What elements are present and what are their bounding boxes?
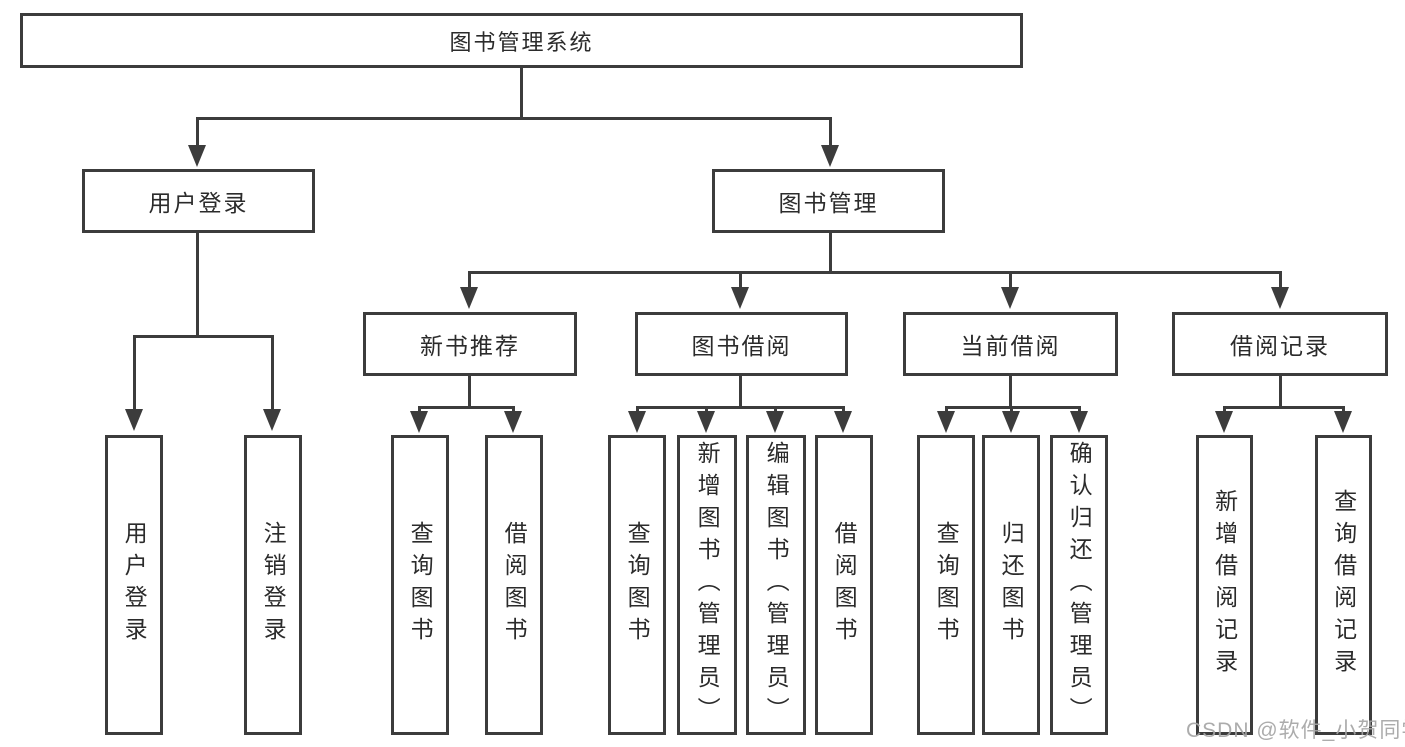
node-current-borrowing-label: 当前借阅 [960,333,1061,359]
connector-drop-user-login [196,117,199,148]
connector-level3-trunk [1279,376,1282,407]
connector-drop-leaf [636,406,639,414]
leaf-add-borrow-record-label: 新增借阅记录 [1211,489,1238,681]
arrow-down-icon [263,409,281,431]
leaf-logout-label: 注销登录 [260,521,287,649]
arrow-down-icon [1215,411,1233,433]
connector-drop-leaf [945,406,948,414]
leaf-borrow-books-recommend-label: 借阅图书 [501,521,528,649]
arrow-down-icon [410,411,428,433]
node-book-management-label: 图书管理 [778,190,879,216]
connector-drop-book-management [829,117,832,148]
connector-drop-level3 [739,271,742,289]
leaf-query-books-recommend: 查询图书 [391,435,449,735]
connector-drop-level3 [1009,271,1012,289]
arrow-down-icon [937,411,955,433]
connector-drop-leaf [774,406,777,414]
arrow-down-icon [1002,411,1020,433]
leaf-return-books-label: 归还图书 [998,521,1025,649]
arrow-down-icon [731,287,749,309]
node-book-borrowing: 图书借阅 [635,312,848,376]
connector-drop-leaf [705,406,708,414]
connector-level2-rail [197,117,831,120]
connector-drop-leaf [1078,406,1081,414]
arrow-down-icon [1271,287,1289,309]
arrow-down-icon [628,411,646,433]
node-root: 图书管理系统 [20,13,1023,68]
connector-user-login-trunk [196,233,199,337]
connector-user-login-rail [133,335,274,338]
leaf-user-login-label: 用户登录 [121,521,148,649]
leaf-borrow-books: 借阅图书 [815,435,873,735]
connector-level3-rail [469,271,1281,274]
connector-drop-leaf [418,406,421,414]
leaf-query-books-current: 查询图书 [917,435,975,735]
connector-level3-trunk [739,376,742,407]
node-new-book-recommend-label: 新书推荐 [420,333,520,359]
node-root-label: 图书管理系统 [449,29,594,55]
connector-drop-leaf [1342,406,1345,414]
connector-book-management-trunk [829,233,832,273]
node-user-login: 用户登录 [82,169,315,233]
arrow-down-icon [460,287,478,309]
node-borrowing-records-label: 借阅记录 [1230,333,1330,359]
connector-level3-trunk [1009,376,1012,407]
leaf-add-borrow-record: 新增借阅记录 [1196,435,1253,735]
leaf-query-books-borrow-label: 查询图书 [624,521,651,649]
node-borrowing-records: 借阅记录 [1172,312,1388,376]
leaf-borrow-books-recommend: 借阅图书 [485,435,543,735]
leaf-query-books-borrow: 查询图书 [608,435,666,735]
connector-leaf-rail [1223,406,1344,409]
connector-drop-leaf [1010,406,1013,414]
leaf-borrow-books-label: 借阅图书 [831,521,858,649]
connector-leaf-rail [418,406,515,409]
arrow-down-icon [821,145,839,167]
leaf-query-books-current-label: 查询图书 [933,521,960,649]
connector-drop-leaf [271,335,274,411]
connector-leaf-rail [636,406,845,409]
leaf-user-login: 用户登录 [105,435,163,735]
connector-drop-leaf [133,335,136,411]
arrow-down-icon [188,145,206,167]
arrow-down-icon [125,409,143,431]
leaf-add-book-admin-label: 新增图书（管理员） [694,441,721,729]
node-current-borrowing: 当前借阅 [903,312,1118,376]
leaf-query-borrow-record-label: 查询借阅记录 [1330,489,1357,681]
node-new-book-recommend: 新书推荐 [363,312,577,376]
arrow-down-icon [1334,411,1352,433]
leaf-edit-book-admin-label: 编辑图书（管理员） [763,441,790,729]
connector-drop-level3 [1279,271,1282,289]
arrow-down-icon [504,411,522,433]
connector-drop-leaf [1223,406,1226,414]
leaf-add-book-admin: 新增图书（管理员） [677,435,737,735]
leaf-logout: 注销登录 [244,435,302,735]
arrow-down-icon [766,411,784,433]
connector-drop-leaf [842,406,845,414]
leaf-query-borrow-record: 查询借阅记录 [1315,435,1372,735]
leaf-confirm-return-admin: 确认归还（管理员） [1050,435,1108,735]
arrow-down-icon [1070,411,1088,433]
connector-drop-leaf [512,406,515,414]
leaf-confirm-return-admin-label: 确认归还（管理员） [1066,441,1093,729]
connector-drop-level3 [468,271,471,289]
connector-level3-trunk [468,376,471,407]
leaf-return-books: 归还图书 [982,435,1040,735]
node-book-borrowing-label: 图书借阅 [691,333,792,359]
node-user-login-label: 用户登录 [148,190,249,216]
arrow-down-icon [834,411,852,433]
arrow-down-icon [697,411,715,433]
connector-root-trunk [520,68,523,118]
watermark: CSDN @软件_小贺同学 [1186,719,1405,742]
leaf-query-books-recommend-label: 查询图书 [407,521,434,649]
leaf-edit-book-admin: 编辑图书（管理员） [746,435,806,735]
node-book-management: 图书管理 [712,169,945,233]
arrow-down-icon [1001,287,1019,309]
